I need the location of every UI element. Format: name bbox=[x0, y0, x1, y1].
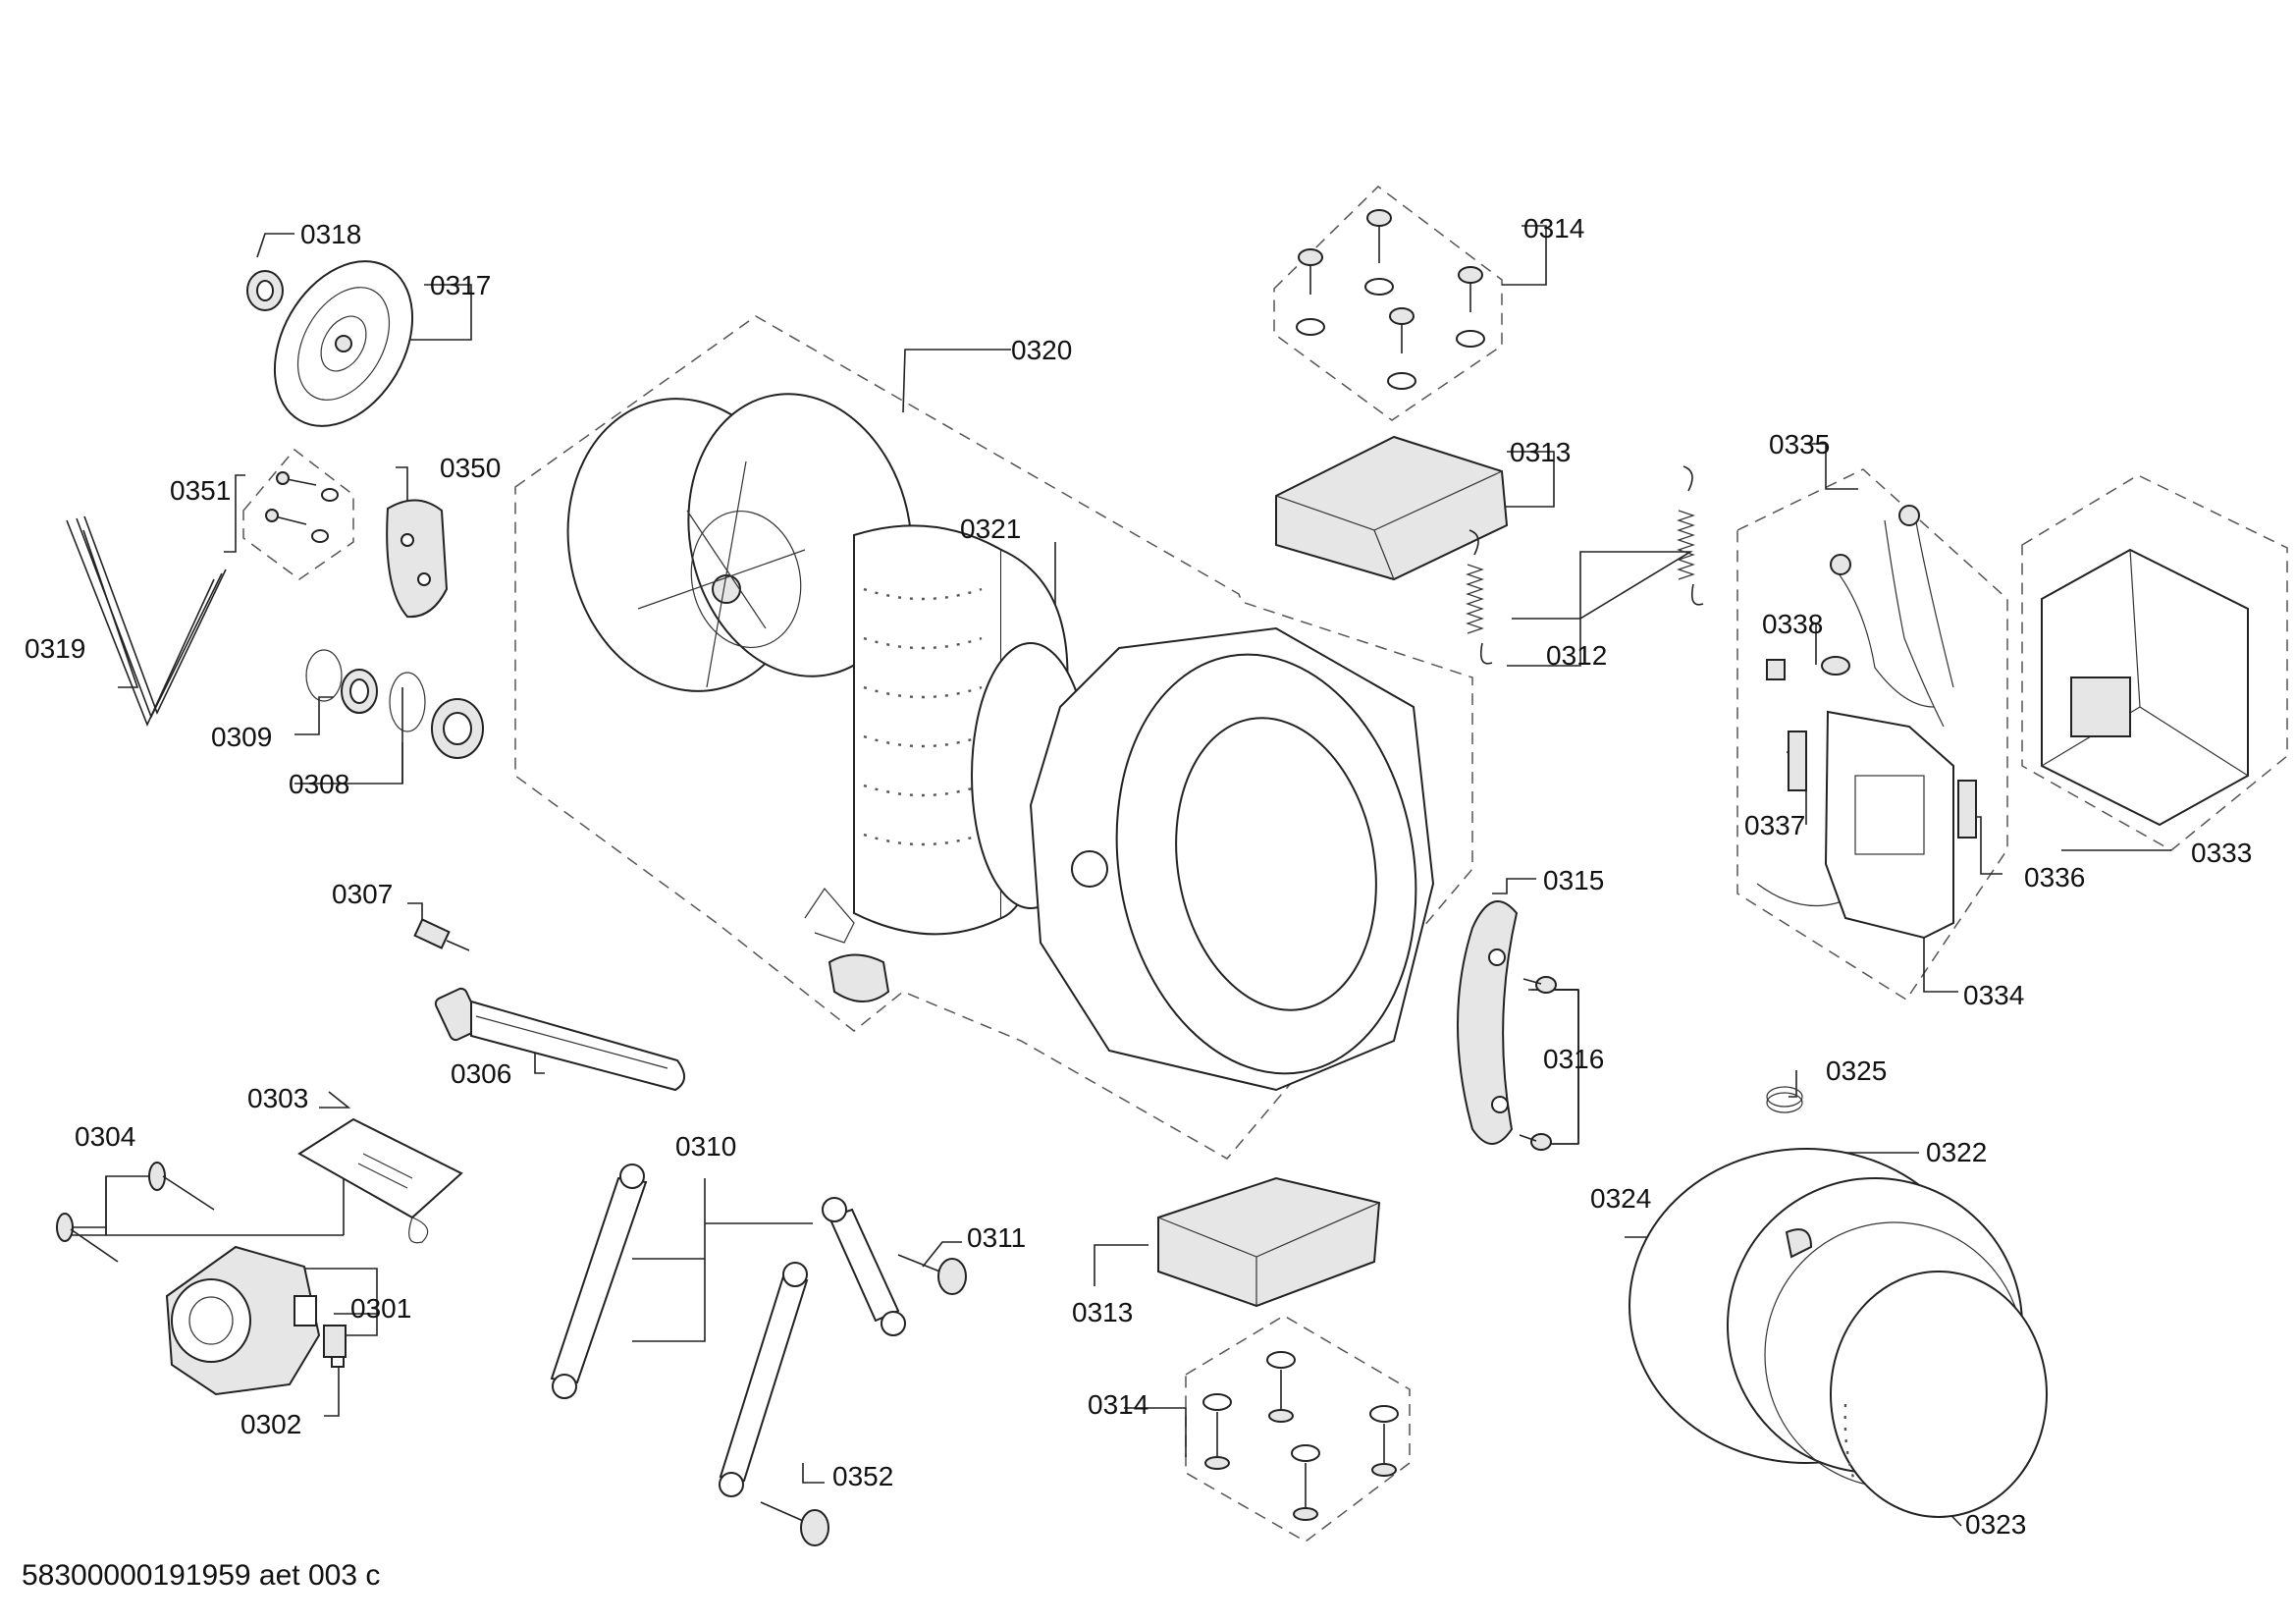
label-0318: 0318 bbox=[300, 219, 361, 249]
part-0317-pulley bbox=[273, 260, 414, 427]
part-0314-feet-top bbox=[1296, 209, 1485, 390]
label-0319: 0319 bbox=[25, 633, 85, 664]
part-0350-counterweight bbox=[386, 499, 449, 619]
label-0333: 0333 bbox=[2191, 838, 2252, 868]
label-0303: 0303 bbox=[247, 1083, 308, 1113]
label-0352: 0352 bbox=[832, 1461, 893, 1491]
label-0321: 0321 bbox=[960, 514, 1021, 544]
part-0337-connector bbox=[1788, 731, 1807, 791]
label-0314-bottom: 0314 bbox=[1088, 1389, 1148, 1420]
part-0302-connector bbox=[323, 1325, 347, 1368]
label-0315: 0315 bbox=[1543, 865, 1604, 895]
part-0334-board-holder bbox=[1824, 710, 1954, 940]
group-outline-0333 bbox=[2021, 474, 2288, 851]
part-0336-connector bbox=[1957, 780, 1977, 839]
label-0311: 0311 bbox=[967, 1222, 1026, 1253]
label-0350: 0350 bbox=[440, 453, 501, 483]
part-labels: 0318 0317 0320 0314 0313 0335 0351 0350 … bbox=[25, 213, 2252, 1540]
part-drum-bracket bbox=[804, 888, 890, 1002]
part-0335-harness bbox=[1756, 505, 1954, 914]
part-0303-documentation bbox=[297, 1117, 463, 1244]
label-0322: 0322 bbox=[1926, 1137, 1987, 1167]
label-0317: 0317 bbox=[430, 270, 491, 300]
group-outline-0320 bbox=[514, 315, 1473, 1160]
group-outline-0351 bbox=[242, 448, 354, 580]
part-0323-clamp-ring bbox=[1830, 1271, 2048, 1518]
label-0320: 0320 bbox=[1011, 335, 1072, 365]
part-front-tub bbox=[1029, 626, 1435, 1092]
part-0304-screws bbox=[56, 1162, 215, 1263]
label-0314-top: 0314 bbox=[1523, 213, 1584, 244]
part-0306-heater bbox=[434, 987, 685, 1092]
part-0316-bolts bbox=[1519, 976, 1557, 1151]
label-0310: 0310 bbox=[675, 1131, 736, 1162]
part-0351-screws bbox=[265, 471, 339, 543]
label-0301: 0301 bbox=[350, 1293, 411, 1324]
label-0316: 0316 bbox=[1543, 1044, 1604, 1074]
label-0334: 0334 bbox=[1963, 980, 2024, 1010]
label-0306: 0306 bbox=[451, 1058, 511, 1089]
group-outline-0314-top bbox=[1273, 186, 1503, 421]
label-0313-top: 0313 bbox=[1510, 437, 1571, 467]
label-0307: 0307 bbox=[332, 879, 393, 909]
label-0336: 0336 bbox=[2024, 862, 2085, 893]
part-0313-weight-bottom bbox=[1157, 1176, 1381, 1308]
label-0323: 0323 bbox=[1965, 1509, 2026, 1540]
label-0304: 0304 bbox=[75, 1121, 135, 1152]
part-0312-springs bbox=[1466, 465, 1704, 665]
label-0312: 0312 bbox=[1546, 640, 1607, 671]
label-0302: 0302 bbox=[240, 1409, 301, 1439]
part-0318-nut bbox=[246, 270, 284, 311]
part-0307-sensor bbox=[413, 918, 470, 951]
part-0311-bolt bbox=[897, 1254, 967, 1295]
label-0308: 0308 bbox=[289, 769, 349, 799]
label-0351: 0351 bbox=[170, 475, 231, 506]
group-outline-0314-bottom bbox=[1185, 1315, 1411, 1543]
part-0319-belt bbox=[66, 515, 227, 728]
label-0335: 0335 bbox=[1769, 429, 1830, 460]
part-0315-counterweight bbox=[1457, 900, 1519, 1145]
part-0308-bearing bbox=[389, 672, 484, 759]
label-0313-bottom: 0313 bbox=[1072, 1297, 1133, 1327]
label-0337: 0337 bbox=[1744, 810, 1805, 840]
part-0314-feet-bottom bbox=[1202, 1351, 1399, 1521]
label-0324: 0324 bbox=[1590, 1183, 1651, 1214]
part-0333-power-module bbox=[2041, 548, 2249, 827]
label-0338: 0338 bbox=[1762, 609, 1823, 639]
label-0325: 0325 bbox=[1826, 1056, 1887, 1086]
part-0309-bearing bbox=[305, 649, 378, 714]
part-0325-clamp bbox=[1766, 1086, 1803, 1113]
document-id: 58300000191959 aet 003 c bbox=[22, 1559, 381, 1592]
group-outline-0335 bbox=[1736, 468, 2008, 1001]
part-0313-weight-top bbox=[1275, 435, 1509, 581]
part-0310-dampers bbox=[550, 1164, 906, 1497]
part-0301-motor bbox=[165, 1245, 321, 1396]
part-0352-bolt bbox=[760, 1501, 829, 1546]
part-0338-filter bbox=[1821, 656, 1850, 676]
label-0309: 0309 bbox=[211, 722, 272, 752]
